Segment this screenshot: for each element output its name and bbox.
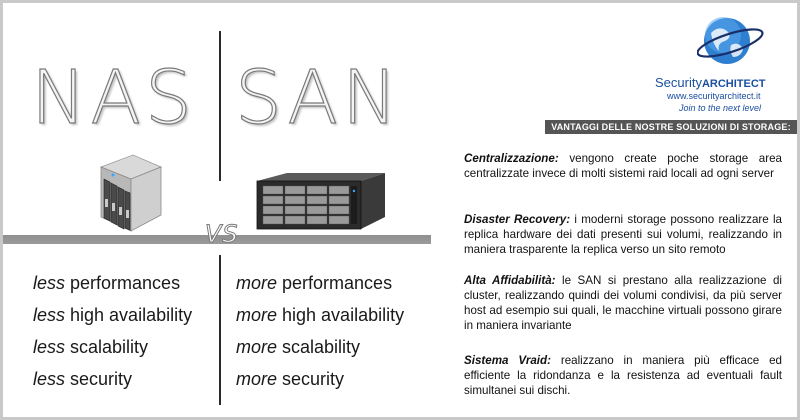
security-architect-logo: SecurityARCHITECT www.securityarchitect.… <box>649 11 779 115</box>
vertical-divider-top <box>219 31 221 181</box>
san-title: SAN <box>234 54 402 141</box>
list-item: less high availability <box>33 299 192 331</box>
qualifier: less <box>33 369 66 389</box>
advantage-paragraph: Sistema Vraid: realizzano in maniera più… <box>464 353 782 398</box>
feature-text: high availability <box>277 305 405 325</box>
advantage-text: vengono create poche storage area centra… <box>464 152 782 180</box>
horizontal-divider-bar <box>3 235 431 244</box>
qualifier: more <box>236 273 278 293</box>
feature-text: scalability <box>65 337 149 357</box>
advantage-title: Alta Affidabilità: <box>464 274 556 287</box>
list-item: more scalability <box>236 331 404 363</box>
advantage-text: i moderni storage possono realizzare la … <box>464 213 783 256</box>
list-item: more high availability <box>236 299 404 331</box>
feature-text: scalability <box>277 337 361 357</box>
advantages-banner: VANTAGGI DELLE NOSTRE SOLUZIONI DI STORA… <box>545 120 797 134</box>
advantage-title: Centralizzazione: <box>464 152 559 165</box>
qualifier: less <box>33 337 66 357</box>
vs-label: VS <box>205 220 239 249</box>
logo-brand-first: Security <box>655 75 702 90</box>
list-item: more performances <box>236 267 404 299</box>
qualifier: less <box>33 273 66 293</box>
advantage-paragraph: Alta Affidabilità: le SAN si prestano al… <box>464 273 782 333</box>
feature-text: security <box>65 369 133 389</box>
qualifier: more <box>236 305 278 325</box>
advantage-text: realizzano in maniera più efficace ed ef… <box>464 354 782 397</box>
qualifier: less <box>33 305 66 325</box>
list-item: more security <box>236 363 404 395</box>
advantage-title: Disaster Recovery: <box>464 213 571 226</box>
nas-feature-list: less performances less high availability… <box>33 267 192 395</box>
feature-text: performances <box>65 273 181 293</box>
feature-text: performances <box>277 273 393 293</box>
list-item: less security <box>33 363 192 395</box>
san-feature-list: more performances more high availability… <box>236 267 404 395</box>
nas-title: NAS <box>30 54 196 141</box>
nas-device-image <box>99 154 163 232</box>
advantage-paragraph: Disaster Recovery: i moderni storage pos… <box>464 212 782 257</box>
qualifier: more <box>236 369 278 389</box>
advantage-paragraph: Centralizzazione: vengono create poche s… <box>464 151 782 181</box>
feature-text: security <box>277 369 345 389</box>
logo-url: www.securityarchitect.it <box>667 91 761 101</box>
logo-tagline: Join to the next level <box>679 103 762 113</box>
advantage-title: Sistema Vraid: <box>464 354 551 367</box>
logo-brand-second: ARCHITECT <box>701 78 766 90</box>
globe-icon <box>697 17 764 64</box>
feature-text: high availability <box>65 305 193 325</box>
vertical-divider-bottom <box>219 255 221 405</box>
qualifier: more <box>236 337 278 357</box>
list-item: less performances <box>33 267 192 299</box>
list-item: less scalability <box>33 331 192 363</box>
advantage-text: le SAN si prestano alla realizzazione di… <box>464 274 782 332</box>
san-server-image <box>256 173 385 230</box>
logo-brand: SecurityARCHITECT <box>655 75 766 90</box>
